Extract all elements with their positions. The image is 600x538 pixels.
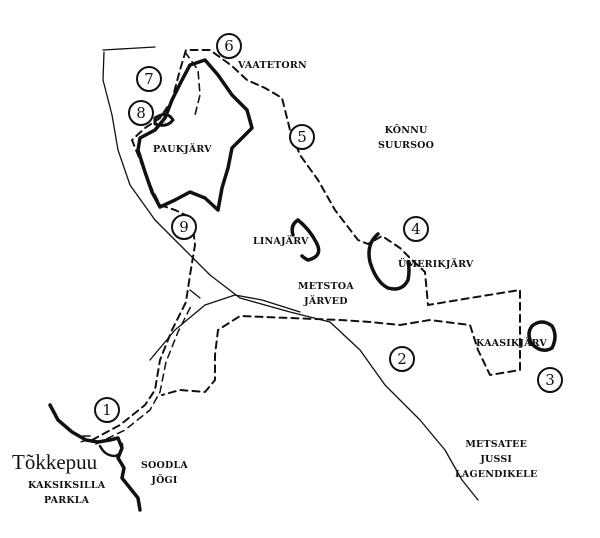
label-parkla: PARKLA bbox=[44, 495, 90, 506]
stop-marker-1[interactable]: 1 bbox=[94, 397, 120, 423]
lake-paukjarv bbox=[136, 58, 254, 212]
label-vaatetorn: VAATETORN bbox=[238, 60, 307, 71]
label-metsatee-line: METSATEE bbox=[465, 439, 528, 450]
stop-marker-9[interactable]: 9 bbox=[171, 214, 197, 240]
label-paukjarv: PAUKJÄRV bbox=[153, 144, 212, 155]
road-north-boundary bbox=[102, 46, 479, 501]
label-suursoo: SUURSOO bbox=[378, 140, 435, 151]
label-tokkepuu: Tõkkepuu bbox=[12, 450, 98, 474]
river-bend bbox=[98, 442, 124, 458]
label-soodla: SOODLA bbox=[141, 460, 188, 471]
stop-marker-6[interactable]: 6 bbox=[216, 33, 242, 59]
lake-umerikjarv bbox=[367, 232, 411, 291]
label-metstoa: METSTOA bbox=[298, 281, 354, 292]
label-jussi: JUSSI bbox=[480, 454, 513, 465]
stop-marker-8[interactable]: 8 bbox=[128, 100, 154, 126]
label-konnu-suursoo: KÕNNU SUURSOO bbox=[378, 123, 434, 153]
stop-marker-5[interactable]: 5 bbox=[289, 124, 315, 150]
label-metsatee: METSATEE JUSSI LAGENDIKELE bbox=[455, 437, 537, 482]
trail-parallel bbox=[79, 303, 193, 445]
stop-marker-2[interactable]: 2 bbox=[389, 346, 415, 372]
lake-linajarv bbox=[290, 218, 321, 262]
stop-marker-3[interactable]: 3 bbox=[537, 367, 563, 393]
river-soodla bbox=[48, 403, 142, 512]
label-umerikjarv: ÜMERIKJÄRV bbox=[398, 259, 474, 270]
stop-marker-4[interactable]: 4 bbox=[403, 216, 429, 242]
label-jogi: JÕGI bbox=[151, 475, 178, 486]
lake-paukjarv-small bbox=[153, 113, 175, 127]
stop-marker-7[interactable]: 7 bbox=[136, 66, 162, 92]
label-lagendikele: LAGENDIKELE bbox=[455, 469, 538, 480]
label-jarved: JÄRVED bbox=[304, 296, 348, 307]
label-metstoa-jarved: METSTOA JÄRVED bbox=[298, 279, 354, 309]
lake-kaasikjarv bbox=[527, 320, 557, 352]
label-linajarv: LINAJÄRV bbox=[253, 236, 309, 247]
label-kaksiksilla: KAKSIKSILLA bbox=[28, 480, 106, 491]
label-konnu: KÕNNU bbox=[384, 125, 428, 136]
label-kaksiksilla-parkla: KAKSIKSILLA PARKLA bbox=[28, 478, 105, 508]
label-kaasikjarv: KAASIKJÄRV bbox=[476, 338, 547, 349]
label-soodla-jogi: SOODLA JÕGI bbox=[141, 458, 188, 488]
